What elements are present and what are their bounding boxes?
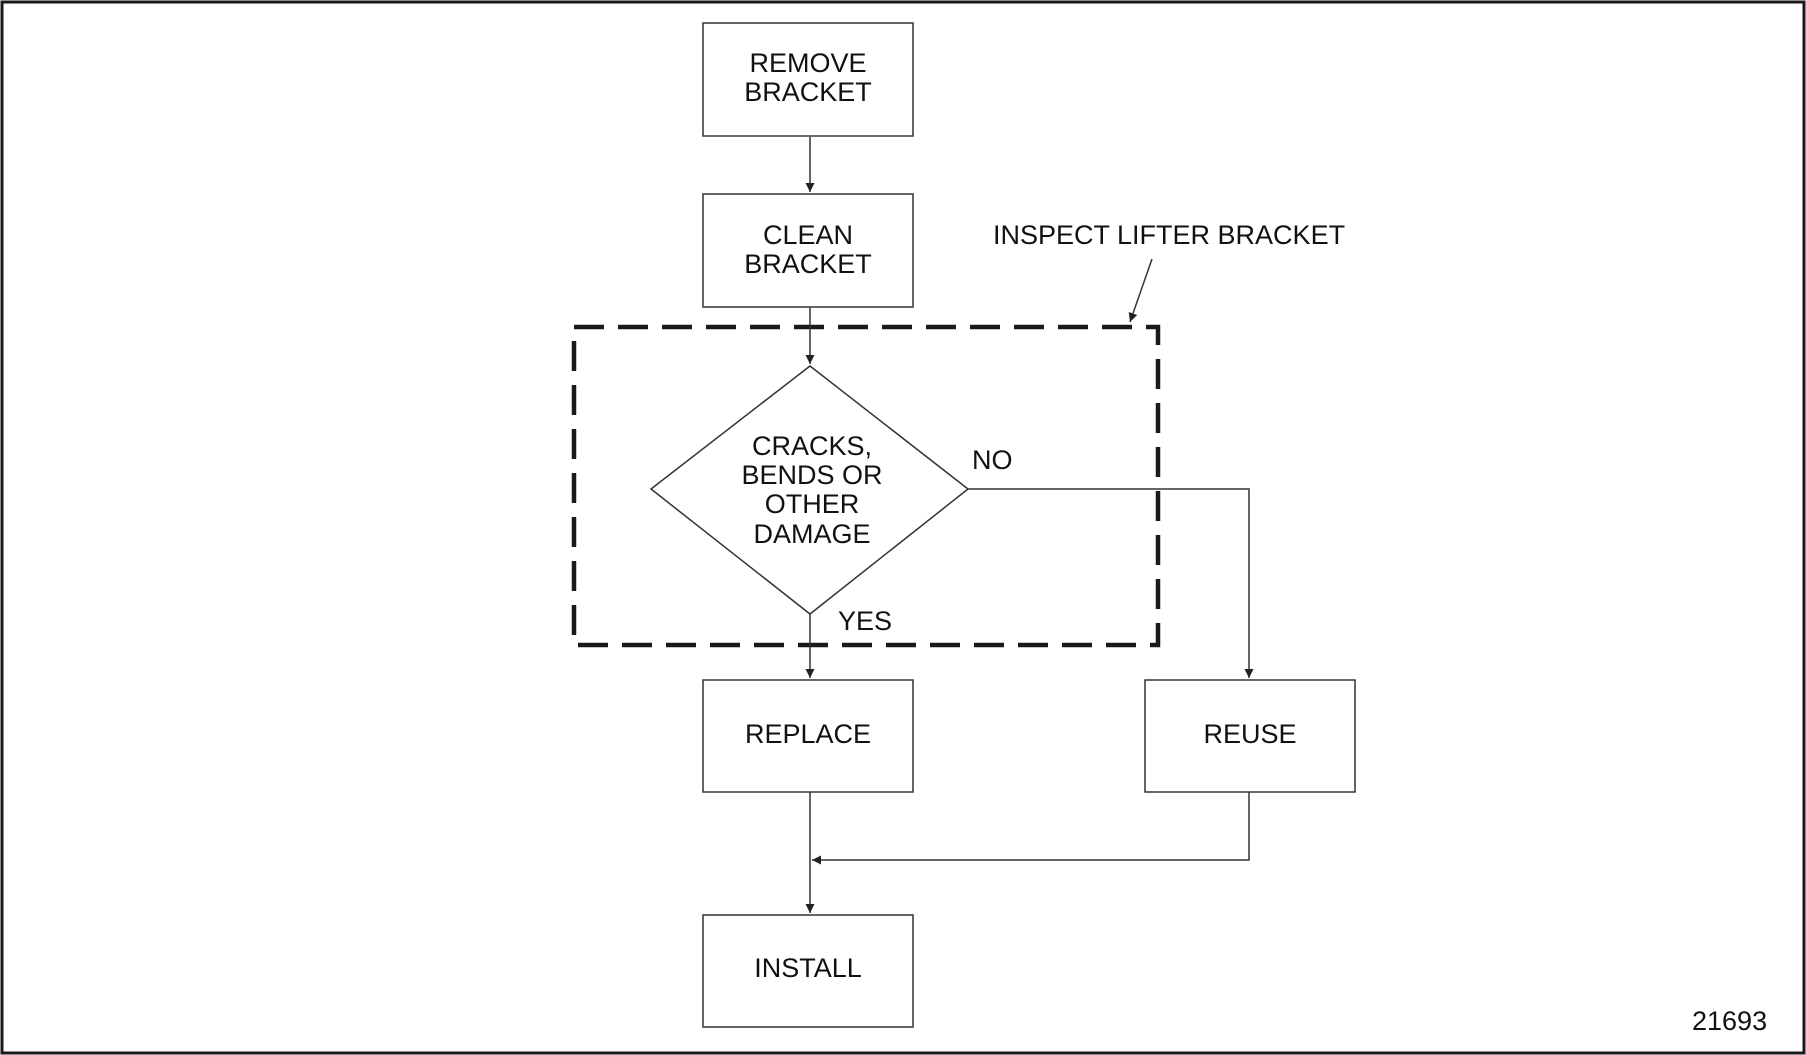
node-replace: REPLACE xyxy=(702,679,914,793)
svg-text:REPLACE: REPLACE xyxy=(745,719,871,749)
svg-text:BRACKET: BRACKET xyxy=(744,249,872,279)
svg-text:INSTALL: INSTALL xyxy=(754,953,862,983)
svg-text:DAMAGE: DAMAGE xyxy=(753,519,870,549)
svg-text:CLEAN: CLEAN xyxy=(763,220,853,250)
edge-reuse-to-merge xyxy=(812,792,1250,865)
figure-number: 21693 xyxy=(1692,1006,1767,1036)
node-remove-bracket: REMOVE BRACKET xyxy=(702,22,914,137)
node-install: INSTALL xyxy=(702,914,914,1028)
inspect-group-boundary xyxy=(571,324,1161,648)
svg-text:REMOVE: REMOVE xyxy=(749,48,866,78)
inspect-group-leader xyxy=(1128,258,1153,323)
node-reuse: REUSE xyxy=(1144,679,1356,793)
edge-label-no: NO xyxy=(972,445,1013,475)
svg-text:OTHER: OTHER xyxy=(765,489,860,519)
node-clean-bracket: CLEAN BRACKET xyxy=(702,193,914,308)
svg-text:BRACKET: BRACKET xyxy=(744,77,872,107)
inspect-group-label: INSPECT LIFTER BRACKET xyxy=(993,220,1345,250)
svg-text:CRACKS,: CRACKS, xyxy=(752,431,872,461)
svg-text:REUSE: REUSE xyxy=(1203,719,1296,749)
node-damage-decision: CRACKS, BENDS OR OTHER DAMAGE xyxy=(649,365,970,615)
edge-decision-no-to-reuse xyxy=(968,488,1254,678)
svg-text:BENDS OR: BENDS OR xyxy=(741,460,882,490)
edge-label-yes: YES xyxy=(838,606,892,636)
